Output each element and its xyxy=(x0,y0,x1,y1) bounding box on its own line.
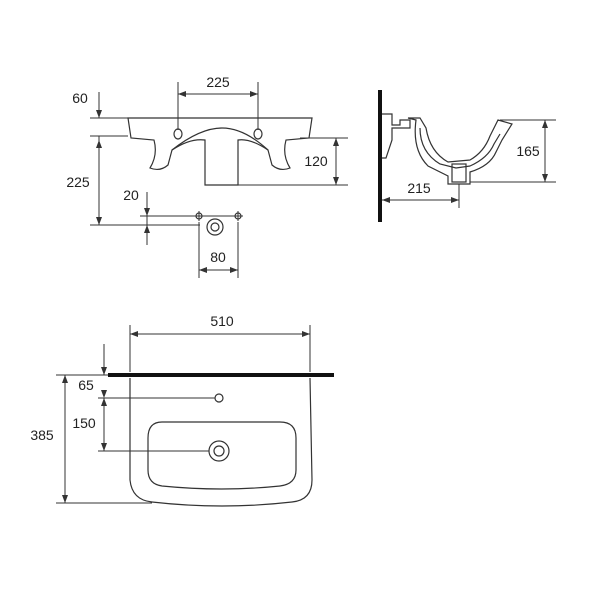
dim-150: 150 xyxy=(72,415,96,431)
wall-bracket xyxy=(382,113,411,159)
front-tap-hole-left xyxy=(173,128,183,140)
dim-80: 80 xyxy=(210,249,226,265)
side-basin-outer xyxy=(407,117,513,185)
dim-165: 165 xyxy=(516,143,540,159)
plan-view: 510 65 150 385 xyxy=(30,313,334,507)
dim-215: 215 xyxy=(407,180,431,196)
dim-225-top: 225 xyxy=(206,74,230,90)
dim-510: 510 xyxy=(210,313,234,329)
side-drain xyxy=(451,163,467,183)
side-basin-inner xyxy=(419,127,501,169)
side-view: 165 215 xyxy=(378,90,556,222)
dim-60: 60 xyxy=(72,90,88,106)
dim-120: 120 xyxy=(304,153,328,169)
plan-drain-inner xyxy=(213,445,225,457)
front-bowl-curve xyxy=(171,127,269,151)
front-tap-hole-right xyxy=(253,128,263,140)
drain-hole-outer xyxy=(206,218,224,236)
plan-tap-hole xyxy=(214,393,224,403)
plan-drain-outer xyxy=(208,440,230,462)
dim-65: 65 xyxy=(78,377,94,393)
drain-hole-inner xyxy=(210,222,220,232)
plan-basin-outline xyxy=(129,377,313,507)
dim-225-left: 225 xyxy=(66,174,90,190)
dim-20: 20 xyxy=(123,187,139,203)
plan-bowl-outline xyxy=(147,421,297,490)
dim-385: 385 xyxy=(30,427,54,443)
front-view: 225 60 225 120 20 xyxy=(66,74,348,278)
